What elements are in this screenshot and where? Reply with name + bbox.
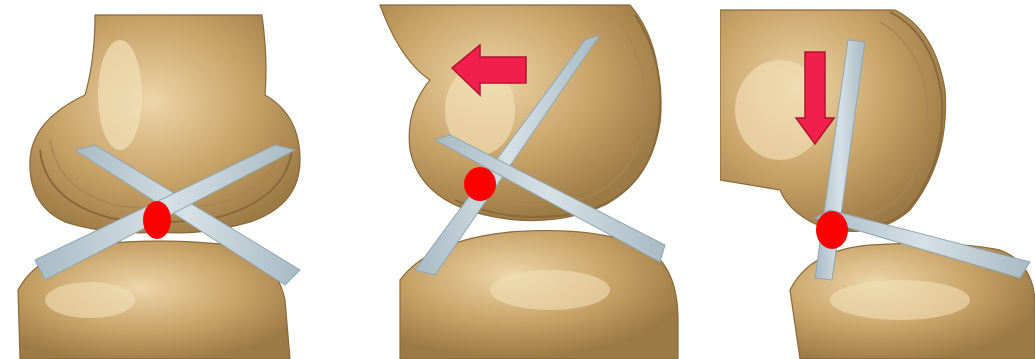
panel-extension [0, 0, 330, 359]
tibia-highlight [490, 270, 610, 310]
tibia-highlight [45, 282, 135, 318]
panel-flexion-svg [360, 0, 690, 359]
panel-extension-svg [0, 0, 330, 359]
femur-highlight [98, 40, 142, 150]
pivot-marker [143, 201, 171, 239]
panel-deep-flexion-svg [720, 0, 1035, 359]
panel-flexion [360, 0, 690, 359]
femur-bone [380, 5, 660, 221]
pivot-marker [816, 211, 848, 249]
panel-deep-flexion [720, 0, 1035, 359]
pivot-marker [464, 167, 496, 201]
tibia-highlight [830, 280, 970, 320]
